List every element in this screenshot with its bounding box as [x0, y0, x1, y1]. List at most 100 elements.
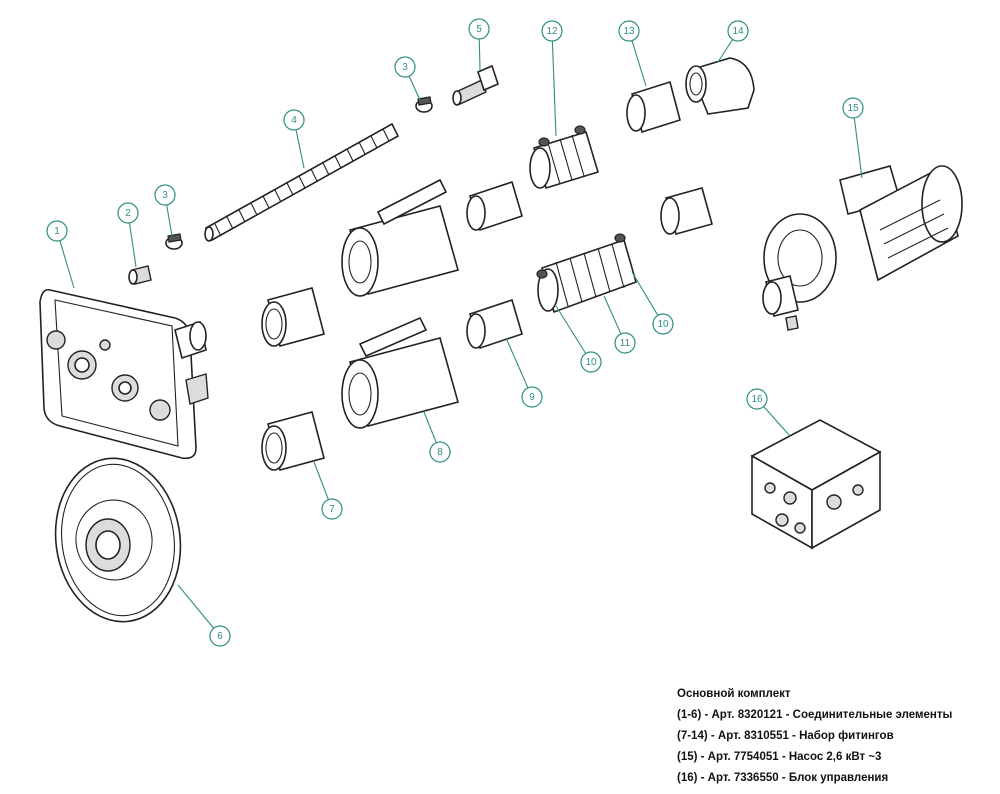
callout-number: 7: [329, 504, 335, 515]
callout-circle: [321, 498, 343, 520]
callout-circle: [614, 332, 636, 354]
part-2-nipple: [128, 265, 152, 285]
part-6-grille-cover: [54, 457, 182, 623]
callout-number: 3: [402, 62, 408, 73]
leader-line-1: [59, 240, 75, 289]
callout-circle: [842, 97, 864, 119]
leader-line-3: [166, 204, 173, 237]
part-12-hose-with-clamps: [529, 125, 599, 190]
part-7-union-lower: [261, 411, 325, 471]
legend-title: Основной комплект: [677, 688, 791, 700]
callout-number: 14: [732, 26, 744, 37]
part-3-clamp-left: [165, 233, 183, 250]
callout-number: 15: [847, 103, 859, 114]
part-13-adapter-lower: [660, 187, 713, 235]
leader-line-10: [555, 305, 587, 354]
callout-2: 2: [117, 202, 139, 224]
callout-11: 11: [614, 332, 636, 354]
leader-line-2: [128, 222, 137, 268]
callout-10: 10: [580, 351, 602, 373]
callout-number: 9: [529, 392, 535, 403]
part-10-clamps: [536, 233, 626, 279]
callout-16: 16: [746, 388, 768, 410]
callout-circle: [618, 20, 640, 42]
callout-9: 9: [521, 386, 543, 408]
legend-line-7-14: (7-14) - Арт. 8310551 - Набор фитингов: [677, 730, 894, 742]
leader-line-16: [763, 406, 791, 437]
callout-number: 6: [217, 631, 223, 642]
callout-14: 14: [727, 20, 749, 42]
callout-circle: [394, 56, 416, 78]
leader-line-14: [717, 39, 734, 63]
callout-number: 13: [623, 26, 635, 37]
callout-circle: [154, 184, 176, 206]
callout-number: 2: [125, 208, 131, 219]
part-3-clamp-right: [415, 96, 433, 113]
legend-line-15: (15) - Арт. 7754051 - Насос 2,6 кВт ~3: [677, 751, 882, 763]
callout-number: 8: [437, 447, 443, 458]
callout-number: 3: [162, 190, 168, 201]
part-5-hose-connector: [452, 64, 499, 106]
leader-line-6: [177, 584, 215, 629]
part-16-control-box: [750, 419, 882, 550]
leader-lines: [59, 38, 863, 629]
callout-15: 15: [842, 97, 864, 119]
part-9-tailpiece-lower: [466, 298, 523, 350]
callout-number: 11: [620, 338, 631, 349]
leader-line-4: [295, 129, 305, 169]
part-14-elbow: [685, 57, 755, 115]
callout-circle: [283, 109, 305, 131]
callout-1: 1: [46, 220, 68, 242]
leader-line-13: [631, 40, 647, 87]
leader-line-9: [505, 337, 529, 389]
part-8-ball-valve-lower: [341, 316, 459, 429]
callout-5: 5: [468, 18, 490, 40]
part-4-corrugated-hose: [204, 122, 400, 242]
callout-6: 6: [209, 625, 231, 647]
part-1-front-panel: [39, 288, 209, 460]
callout-3: 3: [394, 56, 416, 78]
leader-line-15: [853, 117, 863, 179]
callout-number: 12: [546, 26, 558, 37]
callout-13: 13: [618, 20, 640, 42]
callout-circle: [468, 18, 490, 40]
callout-3: 3: [154, 184, 176, 206]
callout-circle: [209, 625, 231, 647]
callout-number: 10: [657, 319, 669, 330]
callout-number: 16: [751, 394, 763, 405]
callout-circle: [521, 386, 543, 408]
part-13-adapter-upper: [626, 80, 681, 134]
callout-number: 10: [585, 357, 597, 368]
leader-line-12: [551, 40, 557, 137]
legend-line-16: (16) - Арт. 7336550 - Блок управления: [677, 772, 889, 784]
part-8-ball-valve-upper: [341, 178, 459, 297]
callout-circle: [746, 388, 768, 410]
callout-circle: [46, 220, 68, 242]
callout-circle: [429, 441, 451, 463]
callout-8: 8: [429, 441, 451, 463]
part-11-flexible-hose: [537, 238, 637, 314]
legend-line-1-6: (1-6) - Арт. 8320121 - Соединительные эл…: [677, 709, 953, 721]
callout-number: 5: [476, 24, 482, 35]
leader-line-8: [423, 411, 437, 443]
callout-circle: [727, 20, 749, 42]
part-9-tailpiece-upper: [466, 180, 523, 232]
callout-circle: [117, 202, 139, 224]
callout-circle: [652, 313, 674, 335]
leader-line-5: [478, 38, 481, 71]
callout-number: 1: [54, 226, 60, 237]
leader-line-7: [313, 461, 329, 500]
callout-4: 4: [283, 109, 305, 131]
callout-12: 12: [541, 20, 563, 42]
callout-circle: [580, 351, 602, 373]
part-15-pump: [762, 165, 963, 331]
callout-10: 10: [652, 313, 674, 335]
leader-line-10: [631, 271, 659, 316]
callout-circle: [541, 20, 563, 42]
parts-legend: Основной комплект (1-6) - Арт. 8320121 -…: [677, 684, 997, 789]
part-7-union-upper: [261, 287, 325, 347]
callout-7: 7: [321, 498, 343, 520]
callout-number: 4: [291, 115, 297, 126]
